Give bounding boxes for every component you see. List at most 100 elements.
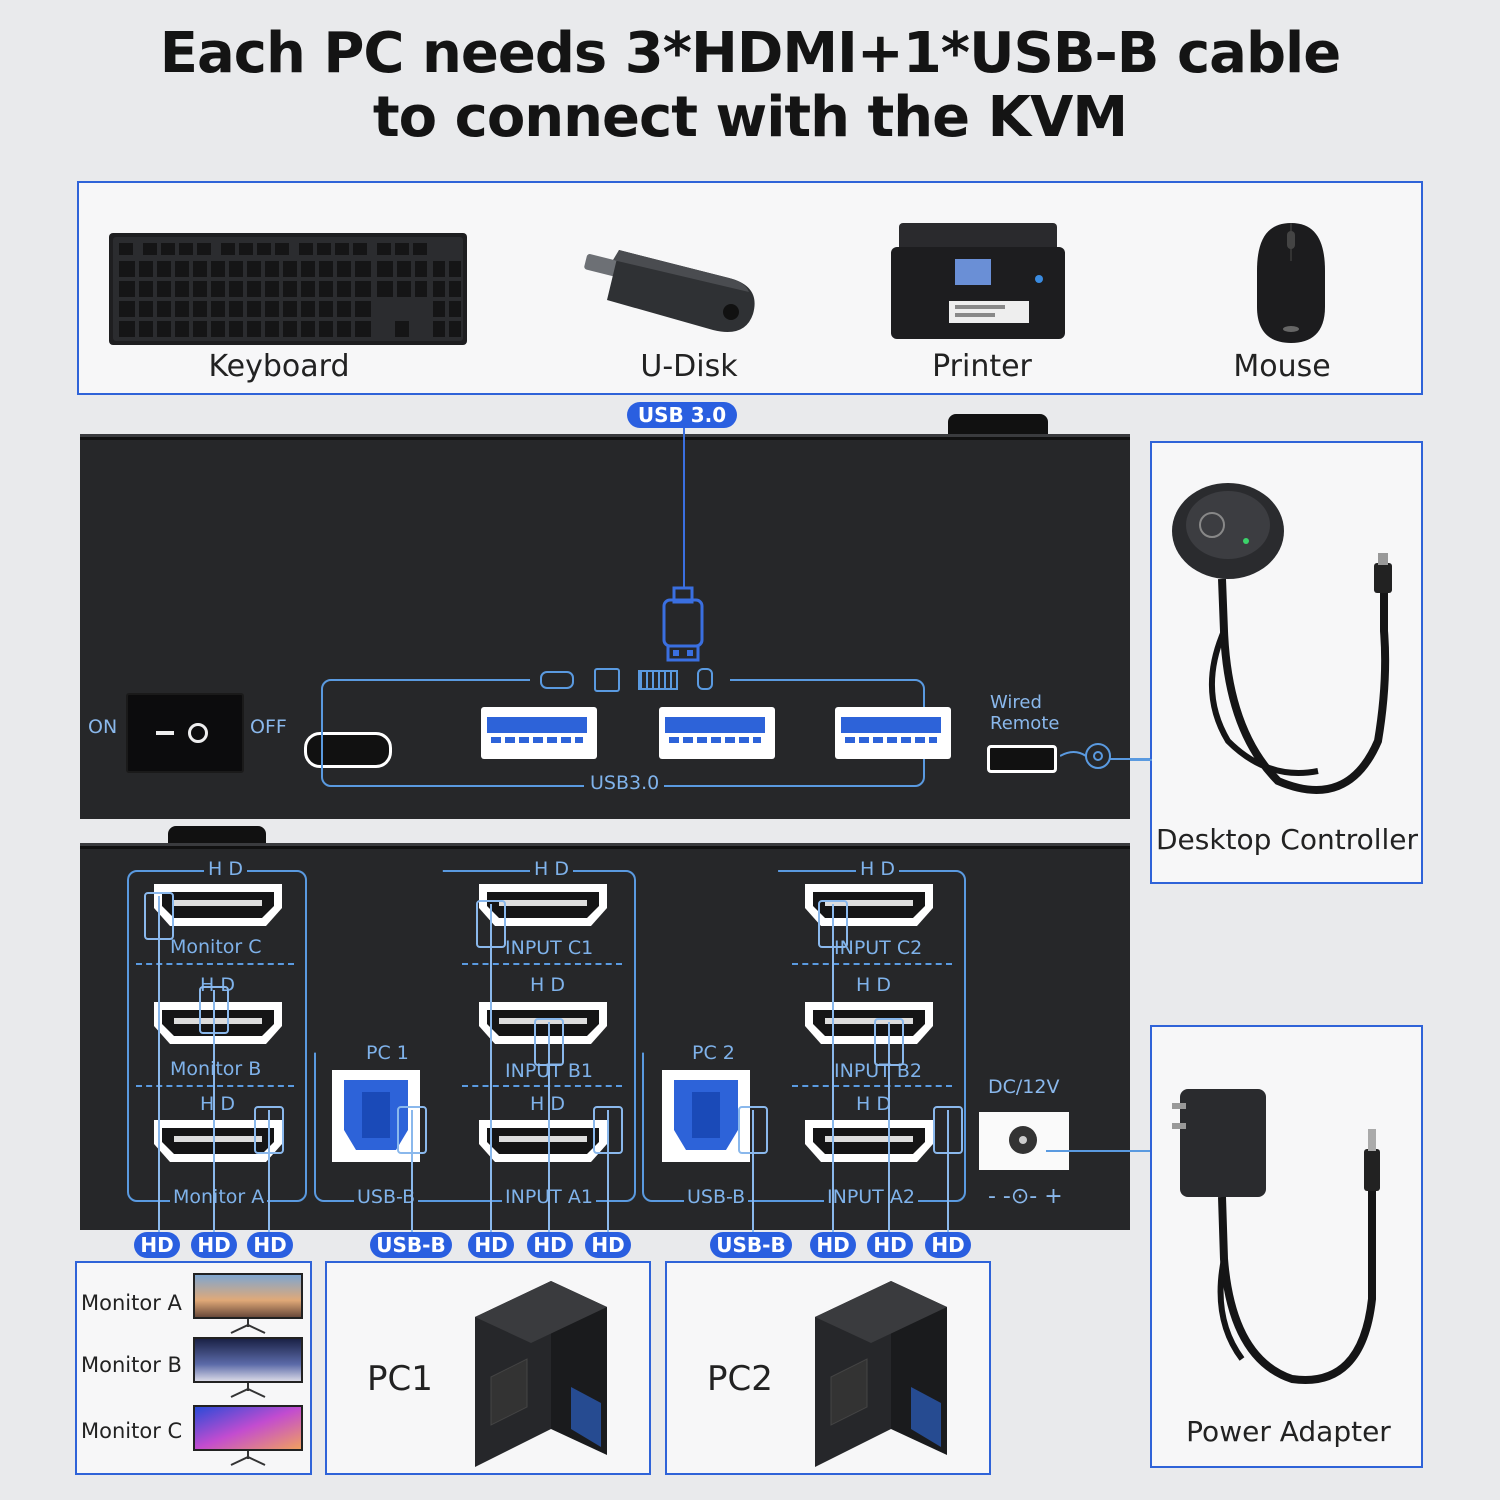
monitor-c-icon xyxy=(193,1405,303,1466)
hd-cable-tag: HD xyxy=(247,1232,293,1258)
monitor-a-icon xyxy=(193,1273,303,1334)
cable-plug-icon xyxy=(818,900,848,948)
cable-plug-icon xyxy=(476,900,506,948)
pc2-label: PC2 xyxy=(707,1359,773,1399)
hd-label: H D xyxy=(204,858,247,880)
monitor-b-icon xyxy=(193,1337,303,1398)
dc-label: DC/12V xyxy=(988,1076,1060,1098)
keyboard-mini-icon xyxy=(638,670,678,690)
switch-off-mark xyxy=(188,723,208,743)
usb3-port-2 xyxy=(659,707,775,759)
hd-cable-tag: HD xyxy=(585,1232,631,1258)
wired-remote-port xyxy=(987,745,1057,773)
pc1-label: PC1 xyxy=(367,1359,433,1399)
u-disk-label: U-Disk xyxy=(640,349,738,384)
cable-line xyxy=(947,1110,949,1244)
hd-label: H D xyxy=(200,974,235,996)
pc-tower-icon xyxy=(475,1281,607,1467)
cable-line xyxy=(607,1110,609,1244)
on-label: ON xyxy=(88,716,118,738)
hd-cable-tag: HD xyxy=(527,1232,573,1258)
hd-label: H D xyxy=(530,1093,565,1115)
cable-plug-icon xyxy=(738,1106,768,1154)
hd-cable-tag: HD xyxy=(134,1232,180,1258)
monitor-b-port-label: Monitor B xyxy=(170,1058,262,1080)
cable-line xyxy=(411,1110,413,1244)
cable-plug-icon xyxy=(933,1106,963,1154)
desktop-controller-label: Desktop Controller xyxy=(1155,823,1419,856)
separator xyxy=(136,963,294,965)
pc1-box: PC1 xyxy=(325,1261,651,1475)
monitor-a-label: Monitor A xyxy=(81,1291,182,1315)
separator xyxy=(462,963,622,965)
usb-b-port-pc1 xyxy=(332,1070,420,1162)
input-c2-label: INPUT C2 xyxy=(834,937,923,959)
title-line-2: to connect with the KVM xyxy=(372,85,1128,150)
hdmi-port xyxy=(152,1000,282,1044)
hdmi-port xyxy=(477,1000,607,1044)
usb3-port-1 xyxy=(481,707,597,759)
input-a2-label: INPUT A2 xyxy=(824,1186,918,1208)
top-knob xyxy=(948,414,1048,434)
udisk-mini-icon xyxy=(540,671,574,689)
pc2-group-label: PC 2 xyxy=(688,1042,739,1064)
u-disk-icon xyxy=(584,250,755,332)
cable-line xyxy=(213,990,215,1244)
hdmi-port xyxy=(152,1118,282,1162)
wired-remote-label-2: Remote xyxy=(990,713,1060,734)
hdmi-port xyxy=(477,1118,607,1162)
bottom-knob xyxy=(168,826,266,844)
hdmi-port xyxy=(477,882,607,926)
cable-line xyxy=(752,1110,754,1244)
remote-symbol-icon xyxy=(1060,743,1150,769)
power-adapter-label: Power Adapter xyxy=(1186,1415,1391,1448)
printer-icon xyxy=(891,223,1065,339)
usb-b-cable-tag: USB-B xyxy=(710,1232,792,1258)
hd-cable-tag: HD xyxy=(925,1232,971,1258)
usb-b-port-pc2 xyxy=(662,1070,750,1162)
cable-plug-icon xyxy=(144,892,174,940)
desktop-controller-icon xyxy=(1172,483,1392,794)
usb-b-port-label-1: USB-B xyxy=(354,1186,419,1208)
usb3-label-bg xyxy=(584,770,664,796)
monitor-a-port-label: Monitor A xyxy=(170,1186,268,1208)
monitor-c-port-label: Monitor C xyxy=(170,936,262,958)
usb-b-port-label-2: USB-B xyxy=(684,1186,749,1208)
cable-line xyxy=(888,1022,890,1244)
cable-plug-icon xyxy=(254,1106,284,1154)
power-switch[interactable] xyxy=(126,693,244,773)
hd-label: H D xyxy=(856,974,891,996)
mouse-mini-icon xyxy=(697,668,713,690)
cable-line xyxy=(158,896,160,1244)
desktop-controller-box: Desktop Controller xyxy=(1150,441,1423,884)
page-title: Each PC needs 3*HDMI+1*USB-B cable to co… xyxy=(0,22,1500,150)
cable-plug-icon xyxy=(593,1106,623,1154)
separator xyxy=(462,1085,622,1087)
separator xyxy=(792,963,952,965)
keyboard-label: Keyboard xyxy=(208,349,350,384)
mouse-label: Mouse xyxy=(1233,349,1331,384)
hdmi-port xyxy=(803,1000,933,1044)
kvm-front-panel xyxy=(80,434,1130,819)
mouse-icon xyxy=(1257,223,1325,343)
hd-label: H D xyxy=(856,858,899,880)
switch-on-mark xyxy=(156,731,174,735)
power-adapter-icon xyxy=(1172,1089,1380,1384)
hdmi-port xyxy=(803,1118,933,1162)
dc-connector-line xyxy=(1046,1150,1152,1152)
monitor-b-label: Monitor B xyxy=(81,1353,182,1377)
pc1-group-label: PC 1 xyxy=(362,1042,413,1064)
wired-remote-label-1: Wired xyxy=(990,692,1042,713)
peripherals-box: Keyboard U-Disk Printer Mouse xyxy=(77,181,1423,395)
hd-cable-tag: HD xyxy=(468,1232,514,1258)
power-adapter-box: Power Adapter xyxy=(1150,1025,1423,1468)
dc-jack xyxy=(979,1112,1069,1170)
hd-label: H D xyxy=(530,974,565,996)
hdmi-port xyxy=(803,882,933,926)
usb3-tag: USB 3.0 xyxy=(627,402,737,428)
cable-plug-icon xyxy=(534,1018,564,1066)
hd-cable-tag: HD xyxy=(867,1232,913,1258)
printer-mini-icon xyxy=(594,668,620,692)
separator xyxy=(136,1085,294,1087)
hd-cable-tag: HD xyxy=(810,1232,856,1258)
